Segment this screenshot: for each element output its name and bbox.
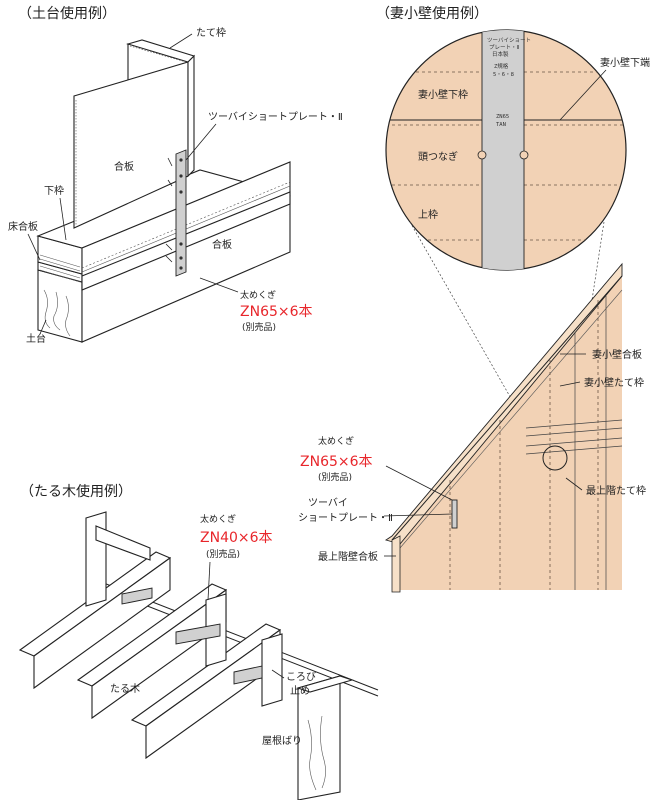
label-plate-line2: ショートプレート・Ⅱ <box>298 512 393 524</box>
taruki-plate-3 <box>233 665 263 685</box>
label-gouhan-upper: 合板 <box>114 160 134 173</box>
label-korobi: ころび <box>286 671 316 683</box>
label-atamatsunagi: 頭つなぎ <box>418 150 458 163</box>
stamp-5: ZN65 <box>496 114 509 120</box>
label-tatewaku: たて枠 <box>196 26 226 39</box>
label-dodai: 土台 <box>26 332 46 345</box>
label-taruki: たる木 <box>110 683 140 695</box>
label-yukagouhan: 床合板 <box>8 220 38 233</box>
yanebari-top <box>296 675 354 693</box>
taruki-nail-label: 太めくぎ <box>200 513 236 525</box>
stud-edge <box>187 54 195 178</box>
label-kabetatewaku: 妻小壁たて枠 <box>584 376 644 389</box>
label-shitawaku: 下枠 <box>44 184 64 197</box>
label-plate-line1: ツーバイ <box>308 497 348 509</box>
dodai-example: （土台使用例） <box>8 5 343 345</box>
taruki-nail-spec: ZN40×6本 <box>200 530 273 546</box>
stamp-2: 日本製 <box>492 50 509 58</box>
stamp-6: TAN <box>496 122 506 128</box>
stamp-0: ツーバイショート <box>487 37 531 44</box>
zoom-plate <box>481 30 525 270</box>
label-uwawaku: 上枠 <box>418 208 438 221</box>
stamp-3: Z規格 <box>494 62 509 70</box>
stamp-4: 5・6・8 <box>493 72 514 78</box>
gable-wall <box>392 270 622 590</box>
dodai-nail-spec: ZN65×6本 <box>240 304 313 320</box>
taruki-plate-1 <box>121 587 153 605</box>
label-kabeshitabata: 妻小壁下端 <box>600 56 650 69</box>
taruki-plate-2 <box>175 623 221 645</box>
taruki-title: （たる木使用例） <box>20 483 132 500</box>
dodai-title: （土台使用例） <box>18 5 116 22</box>
label-gouhan-lower: 合板 <box>212 238 232 251</box>
label-saijoukai-tatewaku: 最上階たて枠 <box>586 484 646 497</box>
taruki-nail-sold: (別売品) <box>206 548 240 560</box>
two-by-short-plate <box>175 149 187 277</box>
tsuma-nail-spec: ZN65×6本 <box>300 454 373 470</box>
tsuma-example: （妻小壁使用例） ツーバイショート プレート・Ⅱ 日本製 Z規格 5・6・8 Z… <box>298 5 650 593</box>
stamp-1: プレート・Ⅱ <box>489 44 520 51</box>
tsuma-title: （妻小壁使用例） <box>376 5 488 22</box>
dodai-nail-sold: (別売品) <box>242 321 276 333</box>
rafter-1-side <box>33 556 171 690</box>
label-plate: ツーバイショートプレート・Ⅱ <box>208 111 343 123</box>
tsuma-nail-sold: (別売品) <box>318 471 352 483</box>
tsuma-nail-label: 太めくぎ <box>318 435 354 447</box>
label-saijoukai-gouhan: 最上階壁合板 <box>318 550 378 563</box>
label-kabegouhan: 妻小壁合板 <box>592 348 642 361</box>
dodai-nail-label: 太めくぎ <box>240 289 276 301</box>
label-tome: 止め <box>290 685 310 697</box>
label-yanebari: 屋根ばり <box>262 734 302 747</box>
gable-plate <box>451 499 458 529</box>
label-kabeshitawaku: 妻小壁下枠 <box>418 88 468 101</box>
taruki-example: （たる木使用例） 太めくぎ ZN40×6本 (別売品) たる木 こ <box>18 483 379 800</box>
